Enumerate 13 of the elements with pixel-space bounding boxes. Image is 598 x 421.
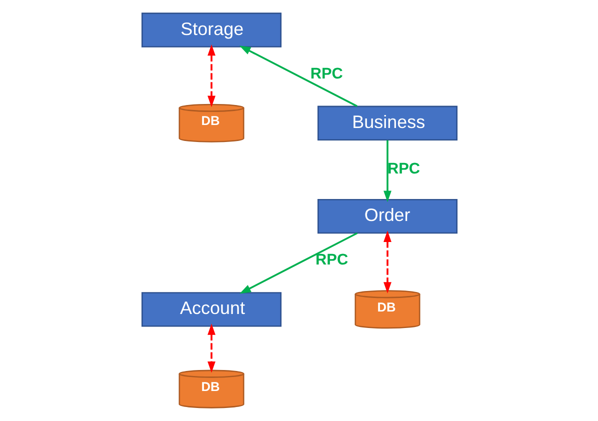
arrow bbox=[238, 46, 357, 107]
arrow bbox=[239, 232, 358, 294]
node-box: Order bbox=[316, 198, 457, 234]
node-box: Business bbox=[316, 106, 457, 140]
arrow bbox=[383, 140, 391, 202]
arrow bbox=[207, 324, 215, 373]
edge-label: RPC bbox=[386, 160, 420, 178]
edge-label: RPC bbox=[310, 65, 342, 82]
arrow bbox=[383, 230, 391, 294]
edge-label: RPC bbox=[315, 252, 348, 269]
arrow bbox=[207, 44, 215, 108]
node-box: Account bbox=[141, 292, 282, 327]
node-box: Storage bbox=[141, 12, 282, 48]
